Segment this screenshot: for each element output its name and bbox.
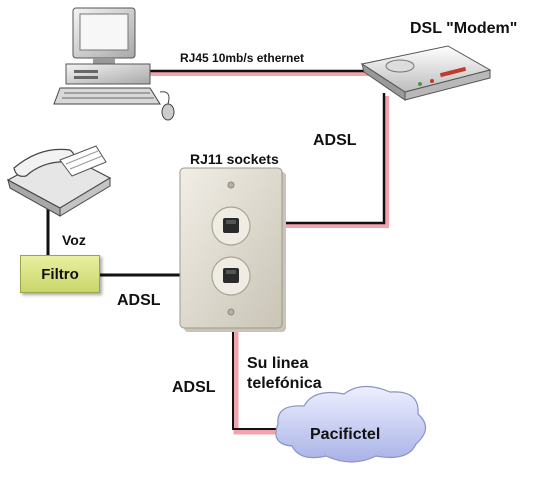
rj11-wall-plate bbox=[179, 167, 286, 332]
adsl-filter-label: ADSL bbox=[117, 292, 161, 309]
phone-line-label-2: telefónica bbox=[247, 375, 322, 392]
filter-label: Filtro bbox=[41, 265, 79, 283]
dsl-modem-icon bbox=[360, 45, 492, 101]
adsl-modem-label: ADSL bbox=[313, 132, 357, 149]
phone-line-label-1: Su linea bbox=[247, 355, 309, 372]
adsl-line-label: ADSL bbox=[172, 379, 216, 396]
ethernet-label: RJ45 10mb/s ethernet bbox=[180, 51, 305, 65]
socket-to-exchange-cable bbox=[232, 330, 292, 435]
telephone-icon bbox=[6, 145, 112, 217]
modem-label: DSL "Modem" bbox=[410, 20, 518, 37]
pacifictel-label: Pacifictel bbox=[310, 426, 381, 443]
voz-label: Voz bbox=[62, 232, 86, 248]
pacifictel-cloud bbox=[275, 385, 427, 463]
ethernet-cable bbox=[150, 69, 377, 76]
computer-icon bbox=[53, 7, 175, 121]
modem-to-socket-cable bbox=[245, 93, 389, 228]
rj11-sockets-label: RJ11 sockets bbox=[190, 151, 279, 167]
filter-box: Filtro bbox=[20, 255, 100, 293]
